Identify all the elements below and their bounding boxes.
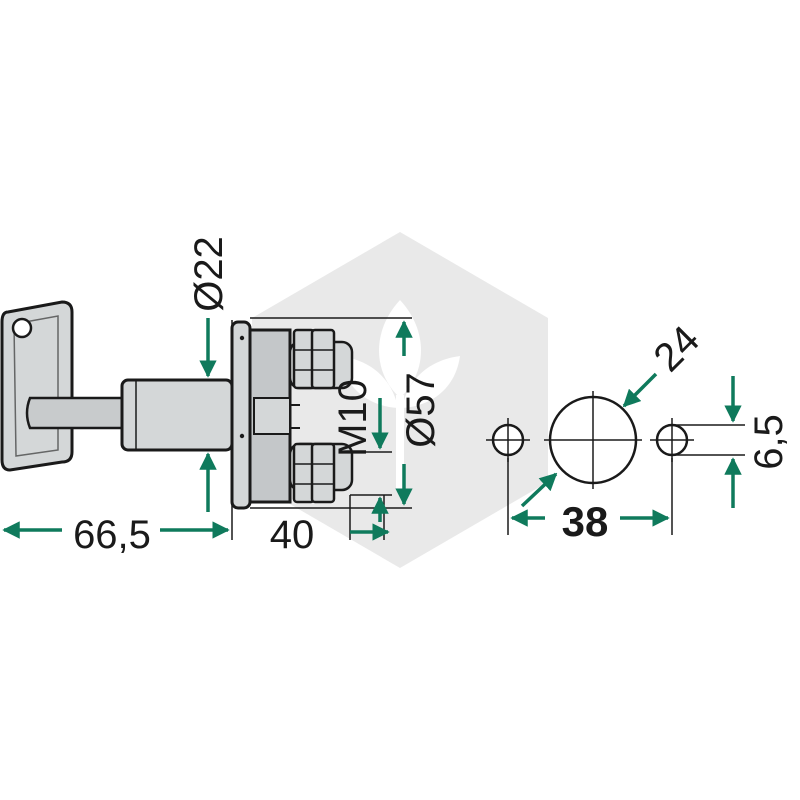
flange-diameter-label: Ø57 — [399, 372, 443, 448]
dimension-arrows-cutout — [510, 372, 742, 527]
dimension-arrows — [2, 318, 413, 541]
shaft-diameter-label: Ø22 — [187, 236, 231, 312]
shaft — [120, 378, 234, 452]
panel-cutout-view — [486, 391, 694, 489]
body-depth-label: 40 — [270, 513, 315, 557]
battery-switch-side-view — [0, 300, 354, 510]
thread-label: M10 — [331, 379, 375, 457]
cutout-diameter-label: 24 — [646, 318, 709, 381]
dimension-lines-cutout — [507, 424, 745, 535]
key-length-label: 66,5 — [73, 513, 151, 557]
key-ring-hole — [11, 317, 33, 339]
hole-diameter-label: 6,5 — [747, 414, 791, 470]
dimension-lines-side — [231, 317, 412, 540]
hole-spacing-label: 38 — [562, 498, 609, 545]
terminal-bottom — [288, 442, 354, 504]
flange — [230, 320, 252, 510]
terminal-top — [288, 328, 354, 390]
